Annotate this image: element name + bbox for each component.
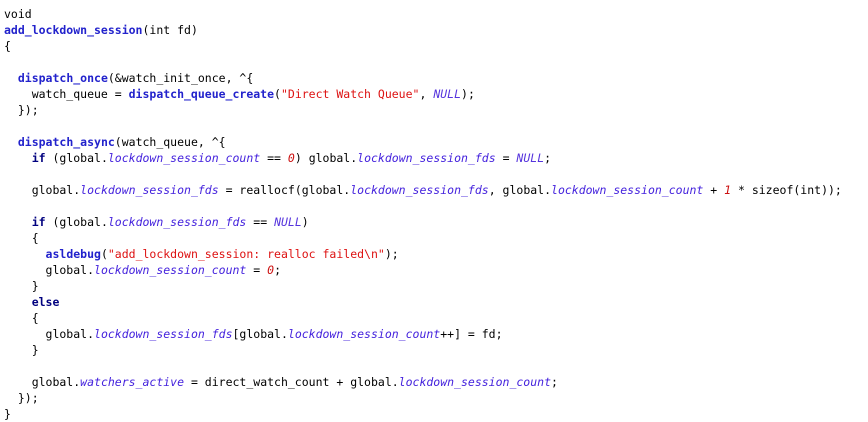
code-token-function: dispatch_queue_create — [128, 87, 275, 101]
code-token-plain: == — [246, 215, 275, 229]
code-token-plain: { — [4, 39, 11, 53]
code-token-member: lockdown_session_count — [107, 151, 261, 165]
code-line — [4, 166, 868, 182]
code-token-function: add_lockdown_session — [4, 23, 143, 37]
code-line: if (global.lockdown_session_fds == NULL) — [4, 214, 868, 230]
code-line — [4, 198, 868, 214]
code-token-plain: (int fd) — [142, 23, 198, 37]
code-token-string: "add_lockdown_session: realloc failed\n" — [107, 247, 385, 261]
code-token-plain: == — [260, 151, 288, 165]
code-token-keyword: else — [31, 295, 60, 309]
code-token-plain: { — [4, 311, 39, 325]
code-token-plain: ( — [274, 87, 281, 101]
code-token-plain: global. — [4, 263, 95, 277]
code-line: global.lockdown_session_fds[global.lockd… — [4, 326, 868, 342]
code-line: else — [4, 294, 868, 310]
code-token-member: lockdown_session_fds — [357, 151, 496, 165]
code-token-plain: [global. — [232, 327, 288, 341]
code-token-member: watchers_active — [80, 375, 185, 389]
code-token-plain: (global. — [45, 151, 108, 165]
code-line: } — [4, 342, 868, 358]
code-token-plain: , global. — [488, 183, 552, 197]
code-token-plain: }); — [4, 103, 39, 117]
code-token-plain: ++] = fd; — [440, 327, 503, 341]
code-token-plain: } — [4, 343, 39, 357]
code-line: }); — [4, 390, 868, 406]
code-token-plain: ; — [544, 151, 552, 165]
code-token-function: dispatch_once — [17, 71, 108, 85]
code-token-plain — [4, 295, 32, 309]
code-line: } — [4, 406, 868, 422]
code-token-function: asldebug — [45, 247, 101, 261]
code-token-member: lockdown_session_count — [551, 183, 704, 197]
code-token-member: lockdown_session_fds — [80, 183, 219, 197]
code-line: add_lockdown_session(int fd) — [4, 22, 868, 38]
code-token-plain: + — [703, 183, 725, 197]
code-token-plain — [4, 215, 32, 229]
code-token-plain: = — [495, 151, 517, 165]
code-token-null_literal: NULL — [433, 87, 462, 101]
code-line — [4, 54, 868, 70]
code-token-plain — [4, 151, 32, 165]
code-line: global.watchers_active = direct_watch_co… — [4, 374, 868, 390]
code-token-member: lockdown_session_count — [94, 263, 247, 277]
code-token-number: 0 — [267, 263, 275, 277]
code-line: } — [4, 278, 868, 294]
code-token-plain: global. — [4, 183, 81, 197]
code-line: asldebug("add_lockdown_session: realloc … — [4, 246, 868, 262]
code-token-plain: , — [419, 87, 434, 101]
code-token-plain: ); — [384, 247, 399, 261]
code-token-number: 0 — [287, 151, 295, 165]
code-token-null_literal: NULL — [516, 151, 545, 165]
code-token-member: lockdown_session_count — [287, 327, 441, 341]
code-token-member: lockdown_session_fds — [94, 327, 233, 341]
code-line: if (global.lockdown_session_count == 0) … — [4, 150, 868, 166]
code-line: dispatch_once(&watch_init_once, ^{ — [4, 70, 868, 86]
code-token-null_literal: NULL — [274, 215, 302, 229]
code-token-member: lockdown_session_fds — [350, 183, 489, 197]
code-line: watch_queue = dispatch_queue_create("Dir… — [4, 86, 868, 102]
code-token-plain: } — [4, 279, 39, 293]
code-token-number: 1 — [724, 183, 732, 197]
code-token-keyword: if — [31, 215, 46, 229]
code-line: { — [4, 38, 868, 54]
code-token-string: "Direct Watch Queue" — [280, 87, 420, 101]
code-token-plain: (&watch_init_once, ^{ — [107, 71, 254, 85]
code-token-plain: }); — [4, 391, 39, 405]
code-token-plain: = — [246, 263, 268, 277]
code-token-plain: void — [4, 7, 32, 21]
code-line: void — [4, 6, 868, 22]
code-token-plain — [4, 247, 46, 261]
code-line: { — [4, 310, 868, 326]
code-line: global.lockdown_session_count = 0; — [4, 262, 868, 278]
code-token-plain: * sizeof(int)); — [731, 183, 842, 197]
code-token-plain: (watch_queue, ^{ — [114, 135, 226, 149]
code-token-plain: ; — [551, 375, 558, 389]
code-line: global.lockdown_session_fds = reallocf(g… — [4, 182, 868, 198]
code-token-keyword: if — [31, 151, 46, 165]
code-line — [4, 358, 868, 374]
code-token-member: lockdown_session_count — [398, 375, 551, 389]
code-token-plain — [4, 71, 18, 85]
code-token-plain: ; — [274, 263, 281, 277]
code-token-plain: = direct_watch_count + global. — [184, 375, 399, 389]
code-token-plain: global. — [4, 327, 95, 341]
code-line: dispatch_async(watch_queue, ^{ — [4, 134, 868, 150]
code-token-member: lockdown_session_fds — [107, 215, 247, 229]
code-token-plain: ); — [461, 87, 475, 101]
code-token-plain: } — [4, 407, 11, 421]
code-token-plain: ) — [301, 215, 309, 229]
code-token-plain: (global. — [45, 215, 108, 229]
code-line: { — [4, 230, 868, 246]
code-line: }); — [4, 102, 868, 118]
code-token-plain: ( — [100, 247, 108, 261]
code-token-plain: watch_queue = — [4, 87, 129, 101]
code-line — [4, 118, 868, 134]
code-token-plain: ) global. — [294, 151, 358, 165]
code-token-plain: global. — [4, 375, 81, 389]
code-token-function: dispatch_async — [17, 135, 115, 149]
code-token-plain: { — [4, 231, 39, 245]
code-token-plain: = reallocf(global. — [218, 183, 351, 197]
code-token-plain — [4, 135, 18, 149]
